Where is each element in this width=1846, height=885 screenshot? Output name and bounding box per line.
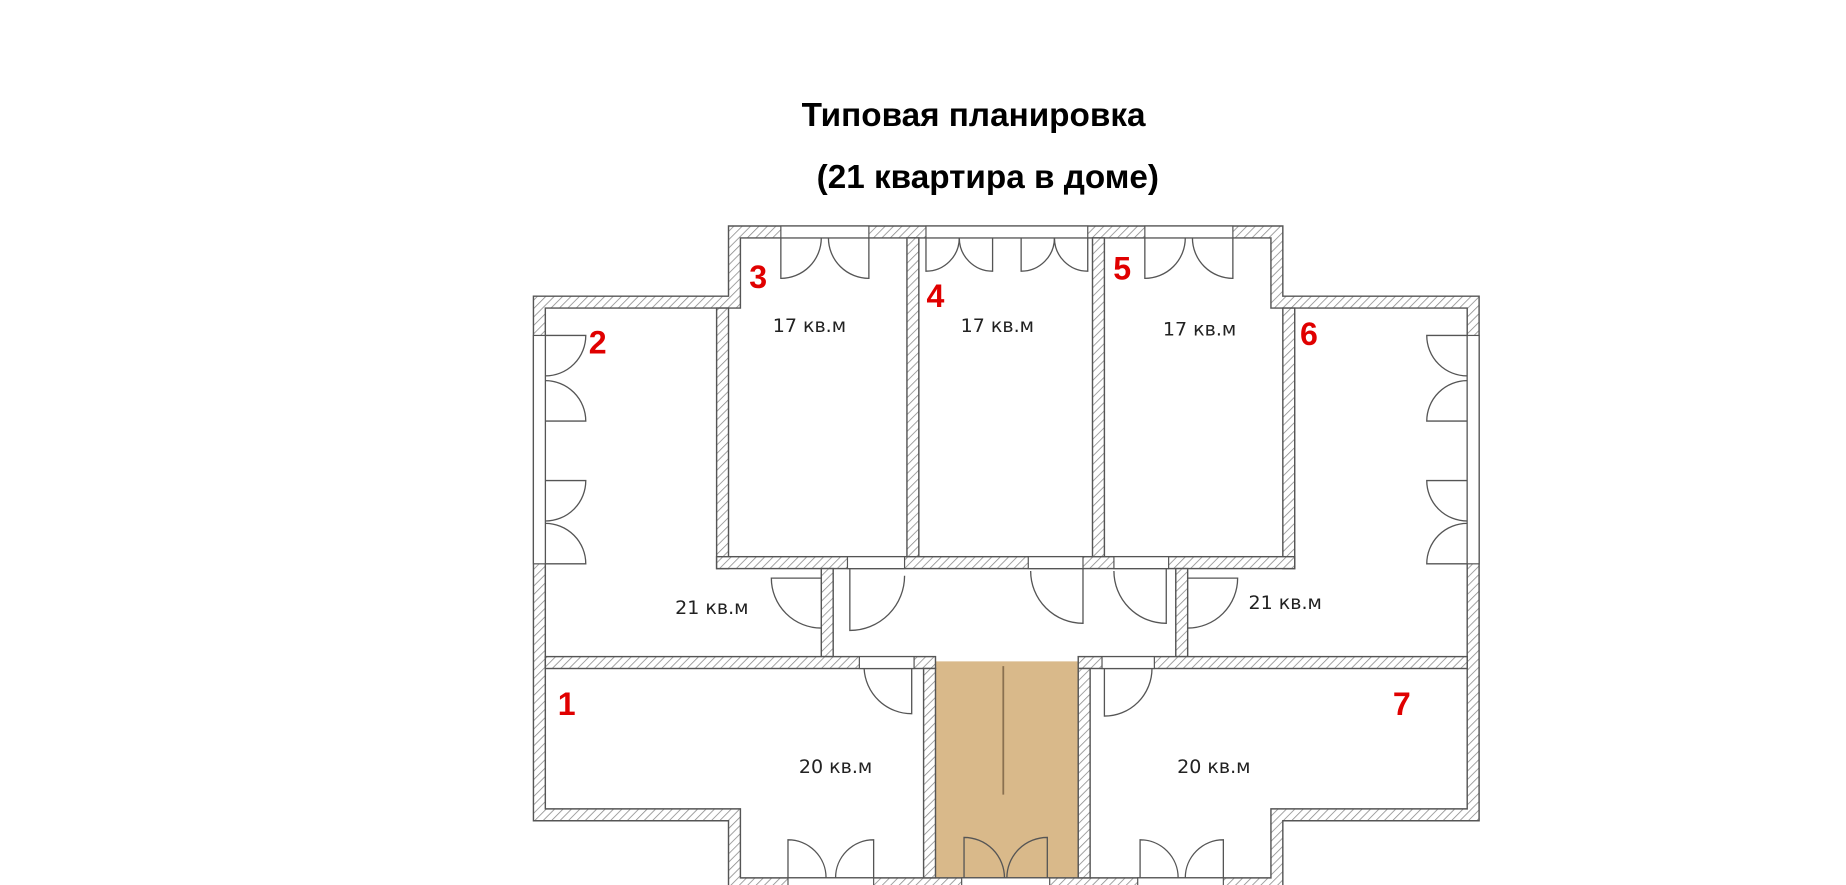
apartment-number-6: 6 bbox=[1300, 316, 1318, 352]
apartment-number-2: 2 bbox=[589, 324, 607, 360]
plan-title: Типовая планировка bbox=[802, 97, 1146, 134]
outer-wall bbox=[532, 225, 1480, 885]
apartment-number-4: 4 bbox=[927, 278, 945, 314]
apartment-area-5: 17 кв.м bbox=[1163, 318, 1236, 340]
interior-walls bbox=[544, 237, 1468, 879]
apartment-area-1: 20 кв.м bbox=[799, 756, 872, 778]
apartment-area-4: 17 кв.м bbox=[961, 315, 1034, 337]
openings bbox=[532, 225, 1480, 885]
apartment-number-3: 3 bbox=[749, 259, 767, 295]
apartment-area-3: 17 кв.м bbox=[773, 315, 846, 337]
apartment-area-2: 21 кв.м bbox=[675, 597, 748, 619]
apartment-area-6: 21 кв.м bbox=[1249, 592, 1322, 614]
apartment-number-5: 5 bbox=[1113, 251, 1131, 287]
door-swings bbox=[545, 237, 1468, 878]
stairwell bbox=[935, 661, 1079, 881]
apartment-number-1: 1 bbox=[558, 686, 576, 722]
plan-subtitle: (21 квартира в доме) bbox=[817, 159, 1159, 196]
apartment-number-7: 7 bbox=[1393, 686, 1411, 722]
apartment-area-7: 20 кв.м bbox=[1177, 756, 1250, 778]
